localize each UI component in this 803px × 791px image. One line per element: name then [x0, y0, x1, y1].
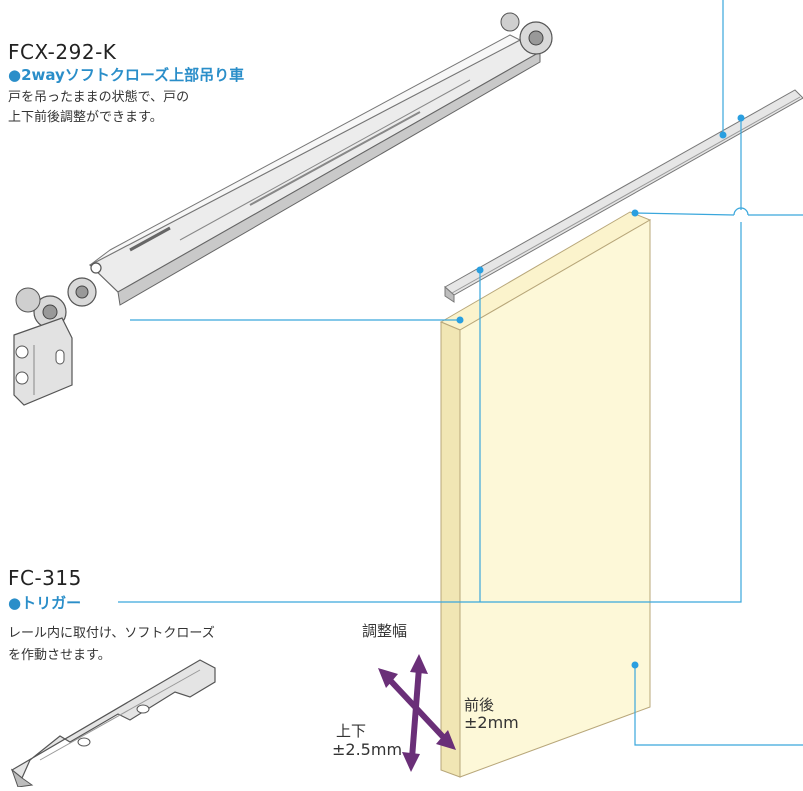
adjust-up-down-value: ±2.5mm [332, 740, 403, 759]
door [439, 211, 652, 778]
adjustment-arrows-icon [378, 654, 456, 772]
rail [444, 89, 803, 303]
hanger-desc-line1: 戸を吊ったままの状態で、戸の [8, 90, 190, 105]
leader-lines [118, 0, 803, 746]
trigger-model: FC-315 [8, 566, 82, 590]
adjust-title: 調整幅 [362, 622, 408, 640]
trigger-part [10, 659, 216, 788]
adjust-front-back-value: ±2mm [464, 713, 519, 732]
hanger-desc-line2: 上下前後調整ができます。 [8, 110, 163, 125]
trigger-name: ●トリガー [8, 594, 82, 612]
leader-dots [456, 114, 745, 669]
hanger-assembly [13, 12, 553, 406]
trigger-desc-line1: レール内に取付け、ソフトクローズ [8, 626, 215, 641]
adjust-up-down-label: 上下 [336, 722, 367, 740]
trigger-desc-line2: を作動させます。 [8, 648, 111, 663]
hanger-model: FCX-292-K [8, 40, 117, 64]
hanger-name: ●2wayソフトクローズ上部吊り車 [8, 66, 245, 84]
adjust-front-back-label: 前後 [464, 696, 495, 714]
